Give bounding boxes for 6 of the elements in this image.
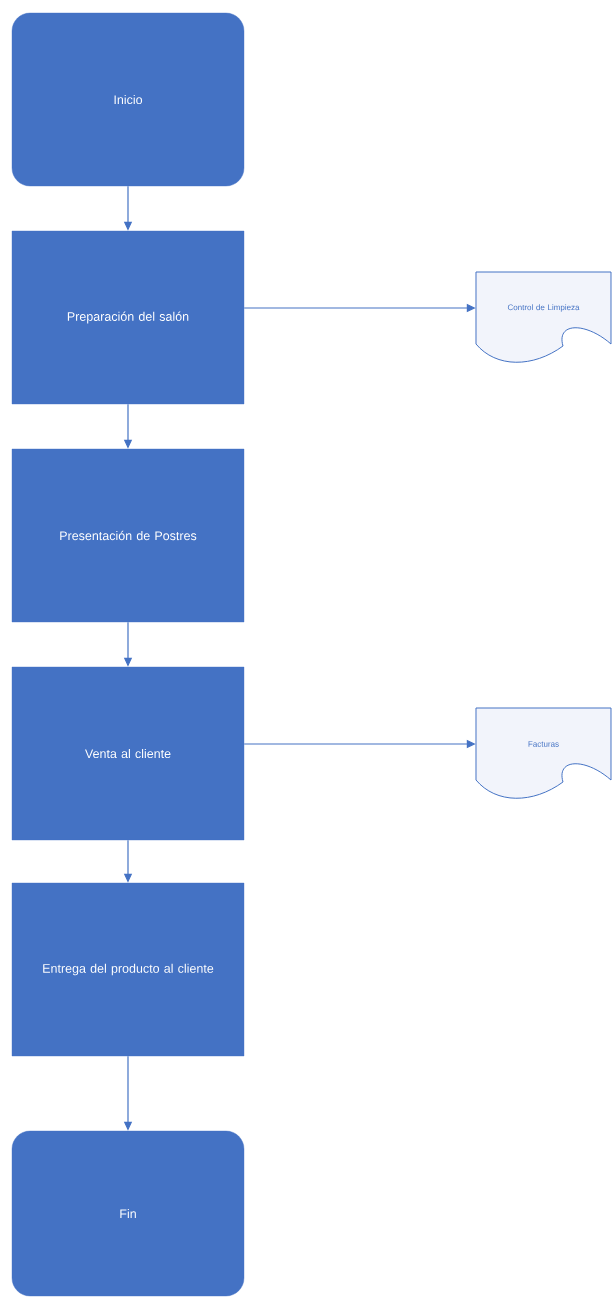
process-box: Presentación de Postres: [11, 448, 245, 623]
process-box: Preparación del salón: [11, 230, 245, 405]
process-box: Entrega del producto al cliente: [11, 882, 245, 1057]
terminal-box: Fin: [11, 1130, 245, 1297]
process-box: Venta al cliente: [11, 666, 245, 841]
terminal-box: Inicio: [11, 12, 245, 187]
